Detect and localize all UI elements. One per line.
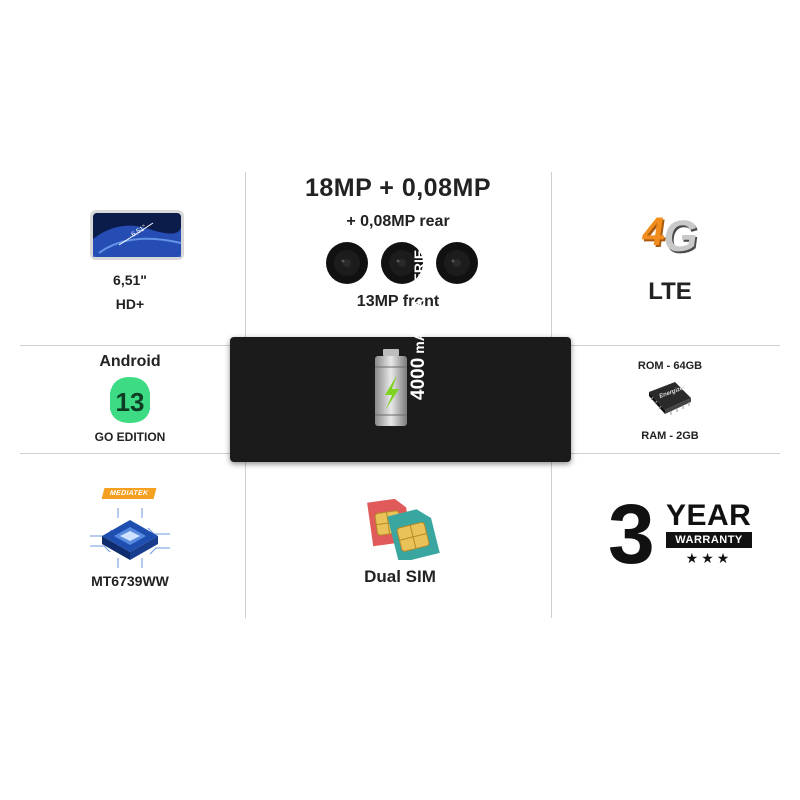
- battery-unit: mAh BATTERIE: [411, 249, 427, 354]
- cpu-model-label: MT6739WW: [91, 573, 169, 589]
- dual-sim-label: Dual SIM: [364, 567, 436, 586]
- battery-capacity-text: 4000 mAh BATTERIE: [408, 250, 430, 400]
- memory-chip-icon: Energizer: [645, 378, 695, 425]
- svg-text:13: 13: [116, 387, 145, 417]
- battery-capacity: 4000: [408, 357, 429, 400]
- ram-label: RAM - 2GB: [641, 430, 699, 442]
- sim-card-icon: [364, 494, 440, 565]
- battery-icon: [371, 347, 411, 434]
- lte-label: LTE: [648, 278, 692, 305]
- warranty-years-number: 3: [608, 487, 655, 581]
- grid-divider: [245, 462, 246, 618]
- rom-label: ROM - 64GB: [637, 360, 703, 372]
- grid-divider: [571, 345, 780, 346]
- screen-size-text: 6,51": [113, 272, 147, 288]
- warranty-stars: ★★★: [685, 550, 733, 566]
- 4g-lte-icon: G G 4 4: [636, 207, 728, 284]
- warranty-year-text: YEAR: [666, 499, 752, 532]
- camera-lens-icon: [325, 241, 479, 290]
- cpu-chip-icon: [88, 506, 172, 575]
- svg-text:G: G: [660, 212, 701, 261]
- grid-divider: [551, 172, 552, 337]
- android-edition: GO EDITION: [94, 430, 166, 444]
- grid-divider: [20, 345, 230, 346]
- screen-resolution-text: HD+: [115, 296, 145, 312]
- phone-screen-icon: 6,51": [89, 209, 185, 266]
- grid-divider: [571, 453, 780, 454]
- android-13-icon: 13: [107, 375, 153, 430]
- camera-front-text: 13MP front: [356, 293, 440, 310]
- mediatek-brand-badge: MEDIATEK: [101, 488, 157, 499]
- svg-text:G: G: [662, 214, 703, 263]
- camera-rear-text: + 0,08MP rear: [346, 213, 450, 230]
- android-title: Android: [99, 353, 161, 370]
- warranty-label: WARRANTY: [666, 532, 752, 548]
- grid-divider: [20, 453, 230, 454]
- grid-divider: [245, 172, 246, 337]
- screen-spec-label: 6,51" HD+: [60, 268, 200, 316]
- camera-main-text: 18MP + 0,08MP: [304, 174, 491, 202]
- grid-divider: [551, 462, 552, 618]
